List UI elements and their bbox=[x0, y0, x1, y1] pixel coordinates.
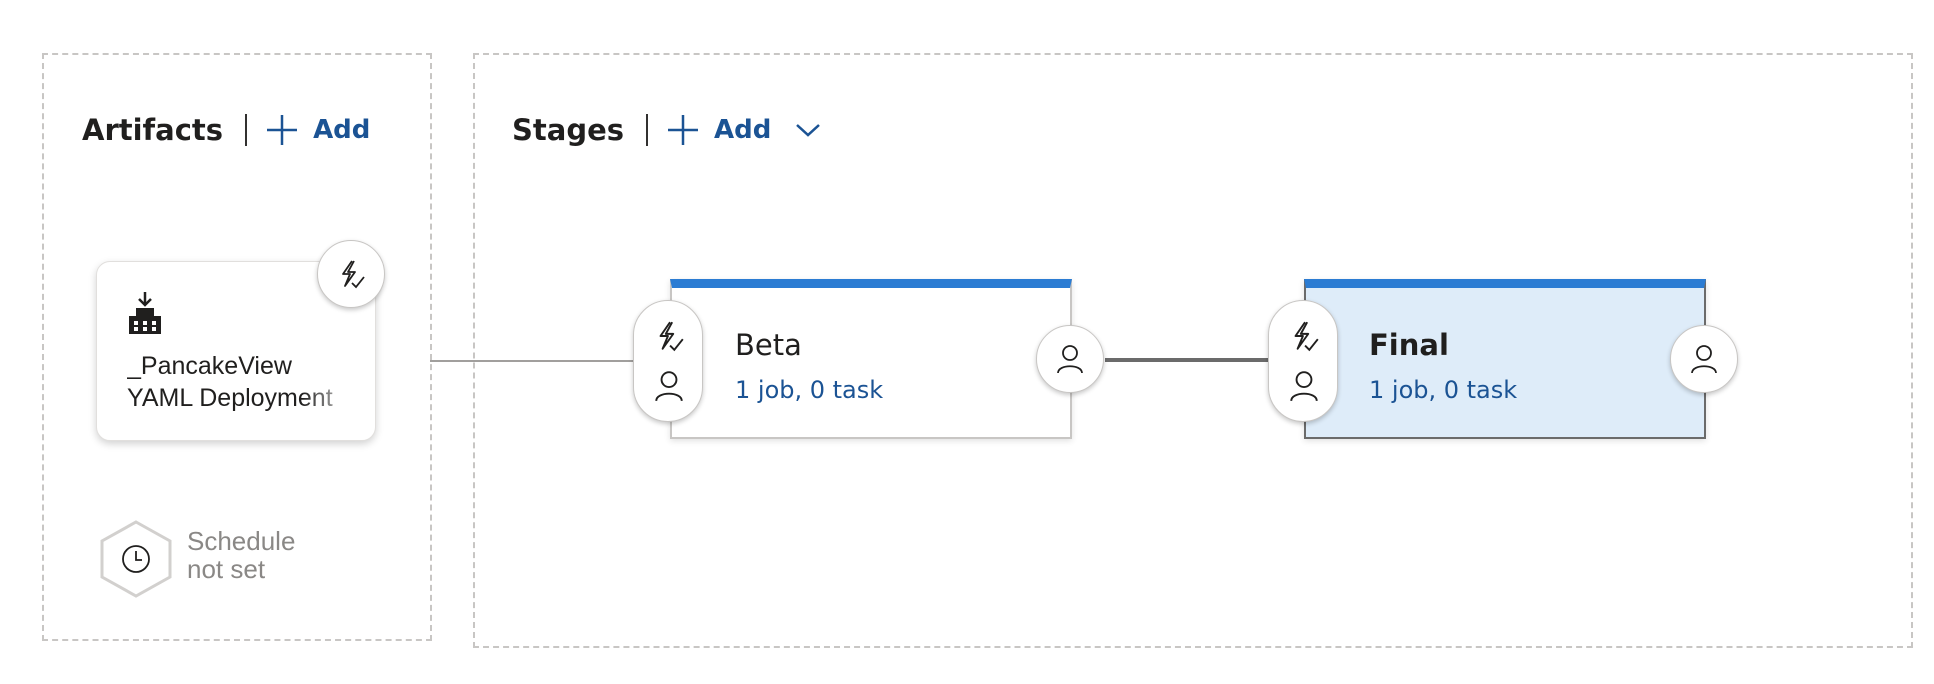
plus-icon bbox=[668, 115, 699, 145]
add-stage-button[interactable]: Add bbox=[666, 113, 821, 147]
artifact-name: _PancakeView YAML Deployment bbox=[127, 350, 362, 414]
pre-deployment-conditions-beta bbox=[633, 300, 703, 422]
post-deployment-conditions-final[interactable] bbox=[1670, 325, 1738, 393]
stages-title: Stages bbox=[512, 113, 625, 147]
schedule-line2: not set bbox=[187, 554, 266, 584]
pre-deployment-conditions-final bbox=[1268, 300, 1338, 422]
stage-tasks-link[interactable]: 1 job, 0 task bbox=[735, 376, 884, 404]
person-icon[interactable] bbox=[652, 369, 686, 403]
trigger-lightning-icon bbox=[342, 260, 365, 289]
person-icon bbox=[1691, 345, 1717, 374]
stages-panel bbox=[473, 53, 1913, 648]
text-fade bbox=[302, 382, 362, 414]
header-divider bbox=[245, 114, 248, 146]
schedule-line1: Schedule bbox=[187, 526, 296, 556]
stage-card-final[interactable]: Final 1 job, 0 task bbox=[1304, 279, 1706, 439]
trigger-lightning-icon[interactable] bbox=[652, 319, 686, 353]
artifacts-header: Artifacts Add bbox=[82, 110, 370, 150]
chevron-down-icon[interactable] bbox=[795, 122, 821, 138]
artifact-name-line2: YAML Deployment bbox=[127, 384, 333, 412]
stage-tasks-link[interactable]: 1 job, 0 task bbox=[1369, 376, 1518, 404]
add-artifact-button[interactable]: Add bbox=[265, 113, 370, 147]
stages-header: Stages Add bbox=[512, 110, 821, 150]
person-icon bbox=[1057, 345, 1083, 374]
continuous-deployment-trigger-button[interactable] bbox=[317, 240, 385, 308]
build-artifact-icon bbox=[129, 292, 161, 334]
artifacts-panel bbox=[42, 53, 432, 641]
stage-name: Beta bbox=[735, 328, 802, 362]
trigger-lightning-icon[interactable] bbox=[1287, 319, 1321, 353]
post-deployment-conditions-beta[interactable] bbox=[1036, 325, 1104, 393]
schedule-button[interactable] bbox=[100, 520, 172, 598]
schedule-status: Schedule not set bbox=[187, 527, 295, 583]
add-stage-label: Add bbox=[714, 115, 772, 145]
add-artifact-label: Add bbox=[313, 115, 371, 145]
stage-name: Final bbox=[1369, 328, 1449, 362]
clock-icon bbox=[122, 545, 150, 573]
header-divider bbox=[646, 114, 649, 146]
artifact-to-beta-connector bbox=[430, 360, 635, 362]
beta-to-final-connector bbox=[1105, 358, 1275, 362]
plus-icon bbox=[267, 115, 298, 145]
stage-card-beta[interactable]: Beta 1 job, 0 task bbox=[670, 279, 1072, 439]
person-icon[interactable] bbox=[1287, 369, 1321, 403]
artifacts-title: Artifacts bbox=[82, 113, 224, 147]
artifact-name-line1: _PancakeView bbox=[127, 352, 292, 380]
